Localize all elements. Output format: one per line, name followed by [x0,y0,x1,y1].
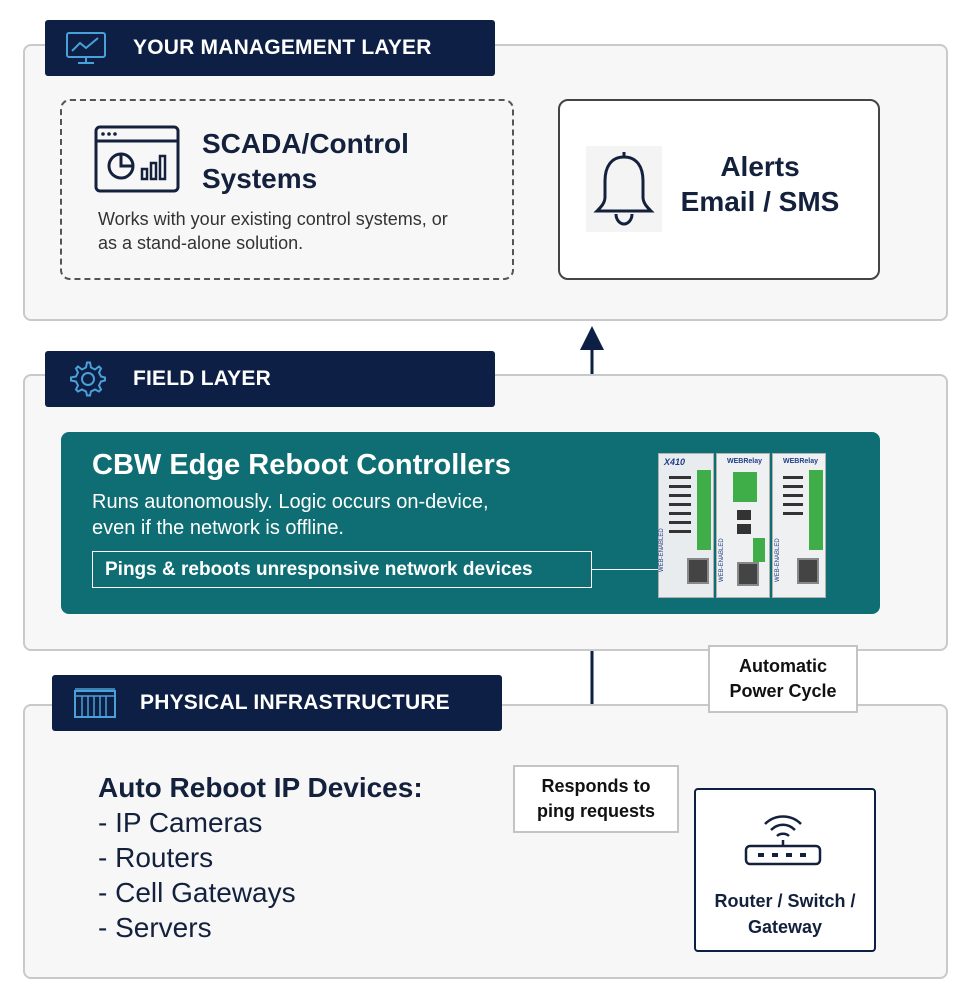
webrelay-1-label: WEBRelay [727,458,763,465]
management-layer-label: YOUR MANAGEMENT LAYER [133,36,432,59]
scada-box [60,99,514,280]
pings-label-box: Pings & reboots unresponsive network dev… [92,551,592,588]
webrelay-2-side-text: WEB-ENABLED [775,538,781,582]
scada-title: SCADA/Control Systems [202,128,409,194]
pings-connector-line [592,569,658,570]
gear-icon [65,360,111,398]
monitor-chart-icon [63,31,109,65]
router-wifi-icon [743,810,823,873]
devices-list: Auto Reboot IP Devices: - IP Cameras - R… [98,770,423,945]
webrelay-device-2: WEBRelay WEB-ENABLED [772,453,826,598]
arrow-up-management [580,326,604,350]
webrelay-2-label: WEBRelay [783,458,819,465]
power-cycle-tag: Automatic Power Cycle [708,645,858,713]
webrelay-1-side-text: WEB-ENABLED [719,538,725,582]
webrelay-device-1: WEBRelay WEB-ENABLED [716,453,770,598]
router-label: Router / Switch / Gateway [714,891,856,937]
bell-icon [586,146,662,232]
device-item-routers: - Routers [98,842,214,873]
devices-title: Auto Reboot IP Devices: [98,772,423,803]
pings-label: Pings & reboots unresponsive network dev… [105,558,533,580]
physical-layer-label: PHYSICAL INFRASTRUCTURE [140,691,450,714]
field-layer-tab: FIELD LAYER [45,351,495,407]
x410-side-text: WEB-ENABLED [659,528,665,572]
device-item-cell-gateways: - Cell Gateways [98,877,296,908]
device-item-servers: - Servers [98,912,212,943]
controller-title: CBW Edge Reboot Controllers [92,449,511,481]
field-layer-label: FIELD LAYER [133,367,271,390]
alerts-title: Alerts Email / SMS [680,151,840,217]
controller-devices: X410 WEB-ENABLED WEBRelay WEB-ENABLED WE… [658,450,826,600]
container-icon [72,687,118,719]
router-box [694,788,876,952]
x410-device: X410 WEB-ENABLED [658,453,714,598]
scada-dashboard-icon [94,125,180,198]
controller-description: Runs autonomously. Logic occurs on-devic… [92,491,489,539]
physical-layer-tab: PHYSICAL INFRASTRUCTURE [52,675,502,731]
scada-description: Works with your existing control systems… [98,209,448,253]
management-layer-tab: YOUR MANAGEMENT LAYER [45,20,495,76]
responds-tag: Responds to ping requests [513,765,679,833]
x410-label: X410 [664,457,686,467]
device-item-ip-cameras: - IP Cameras [98,807,263,838]
